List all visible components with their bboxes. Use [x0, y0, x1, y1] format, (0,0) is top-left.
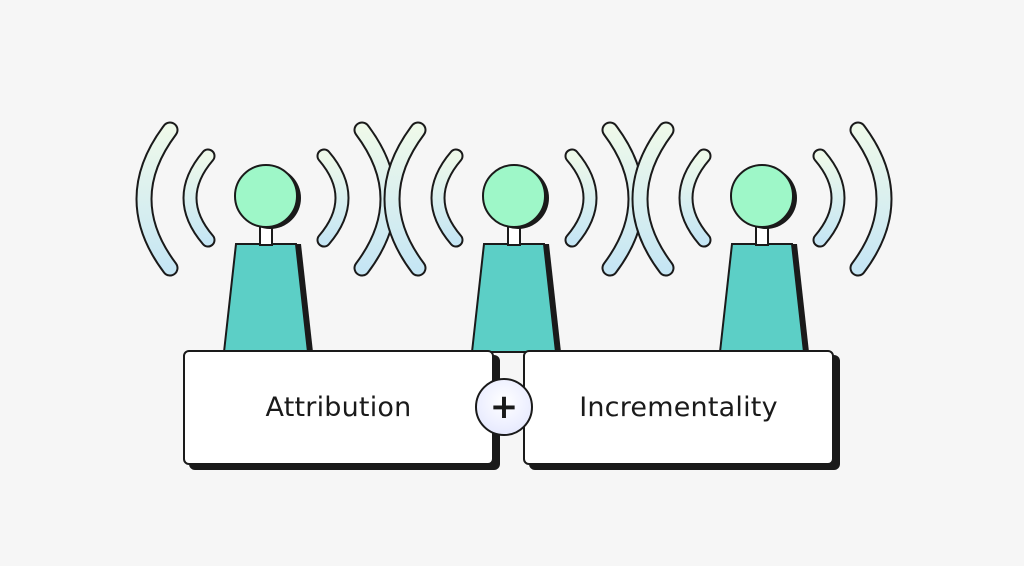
- signal-wave-icon: [566, 150, 596, 246]
- signal-wave-icon: [633, 123, 673, 275]
- tower-head: [234, 164, 298, 228]
- tower-center: [383, 121, 645, 353]
- tower-right: [631, 121, 893, 353]
- signal-wave-icon: [814, 150, 844, 246]
- signal-wave-icon: [137, 123, 177, 275]
- attribution-label: Attribution: [265, 392, 412, 423]
- tower-body: [470, 243, 558, 353]
- signal-wave-icon: [680, 150, 710, 246]
- tower-body: [718, 243, 806, 353]
- plus-operator: +: [489, 387, 519, 427]
- signal-wave-icon: [432, 150, 462, 246]
- signal-wave-icon: [385, 123, 425, 275]
- attribution-box: Attribution: [183, 350, 494, 465]
- incrementality-label: Incrementality: [579, 392, 778, 423]
- tower-body: [222, 243, 310, 353]
- incrementality-box: Incrementality: [523, 350, 834, 465]
- signal-wave-icon: [318, 150, 348, 246]
- towers-group: [135, 121, 893, 353]
- plus-icon: +: [475, 378, 533, 436]
- tower-left: [135, 121, 397, 353]
- tower-head: [730, 164, 794, 228]
- signal-wave-icon: [184, 150, 214, 246]
- tower-head: [482, 164, 546, 228]
- signal-wave-icon: [851, 123, 891, 275]
